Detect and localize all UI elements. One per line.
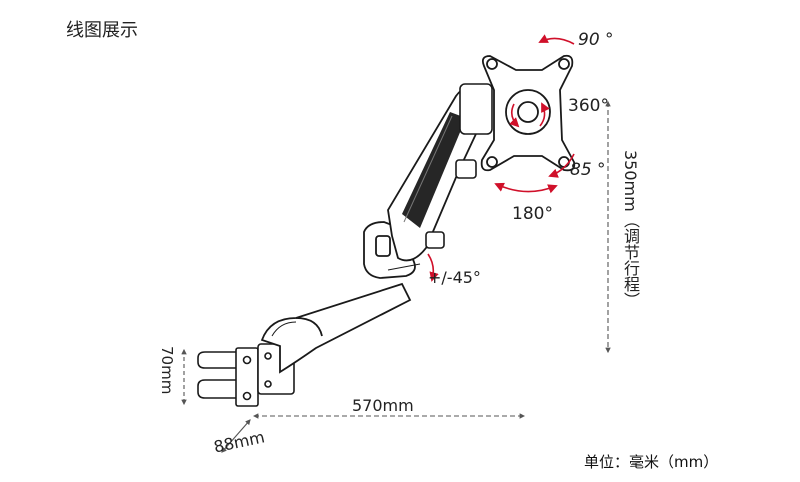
clamp-bars (197, 351, 242, 399)
dimension-label-clamp-height: 70mm (158, 346, 176, 395)
dimension-lines (181, 100, 611, 453)
vesa-plate (480, 54, 576, 172)
angle-label-rotate: 360° (568, 96, 609, 116)
page-title: 线图展示 (66, 20, 138, 41)
clamp-block (235, 343, 295, 407)
dimension-label-height-travel: 350mm（调节行程） (621, 150, 640, 308)
unit-note: 单位：毫米（mm） (584, 453, 719, 471)
dimension-label-reach: 570mm (352, 396, 414, 415)
angle-label-tilt-down: 85 ° (570, 160, 606, 180)
lower-arm (260, 282, 412, 374)
tilt-head (425, 83, 493, 249)
angle-label-elbow: +/-45° (428, 268, 481, 287)
rotation-arrows (427, 34, 575, 282)
angle-label-tilt-up: 90 ° (578, 30, 614, 50)
angle-label-swivel: 180° (512, 204, 553, 224)
